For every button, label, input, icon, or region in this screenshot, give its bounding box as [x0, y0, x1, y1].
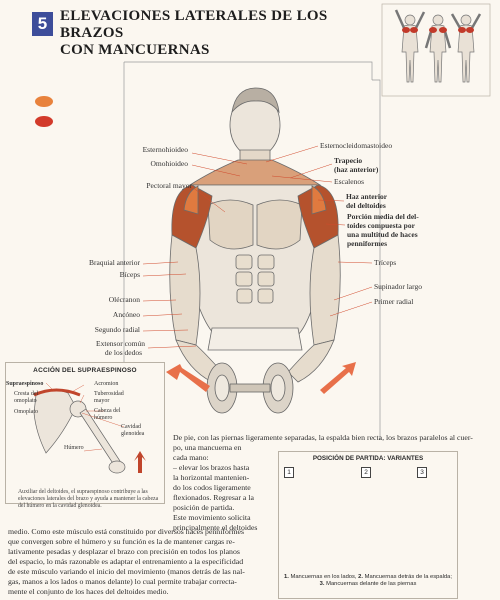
label-extensor-comun: Extensor común	[96, 339, 145, 348]
caption-text-2: Mancuernas detrás de la espalda;	[363, 574, 452, 580]
inset-label-cabeza-1: Cabeza del	[94, 408, 121, 414]
instructions-line: posición de partida.	[173, 503, 235, 512]
inset-label-acromion: Acromion	[94, 381, 119, 387]
label-olecranon: Olécranon	[108, 295, 140, 304]
inset-label-cresta-1: Cresta del	[14, 391, 39, 397]
instructions-line: la horizontal mantenien-	[173, 473, 250, 482]
right-arrow	[320, 362, 356, 394]
caption-num-3: 3.	[319, 581, 325, 587]
instructions-line: po, una mancuerna en	[173, 443, 242, 452]
instructions-line: cada mano:	[173, 453, 209, 462]
variants-title: POSICIÓN DE PARTIDA: VARIANTES	[312, 455, 424, 462]
caption-num-1: 1.	[284, 574, 289, 580]
variant-number-3: 3	[417, 467, 427, 478]
label-anconeo: Ancóneo	[112, 310, 140, 319]
muscular-figure	[169, 87, 341, 414]
intro-line: De pie, con las piernas ligeramente sepa…	[173, 433, 473, 442]
label-segundo-radial: Segundo radial	[94, 325, 140, 334]
instructions-line: principalmente el deltoides	[173, 523, 258, 532]
caption-text-1: Mancuernas en los lados,	[288, 574, 359, 580]
inset-label-cresta-2: omoplato	[14, 398, 37, 404]
instructions-line: flexionados. Regresar a la	[173, 493, 254, 502]
label-haz-anterior-1: Haz anterior	[346, 192, 388, 201]
inset-label-humero: Húmero	[64, 445, 84, 451]
shoulder-bone-diagram	[33, 382, 146, 474]
variants-box: POSICIÓN DE PARTIDA: VARIANTES 1 2 3 1. …	[278, 451, 458, 599]
instructions-line: Este movimiento solicita	[173, 513, 251, 522]
label-haz-anterior-2: del deltoides	[346, 201, 386, 210]
muscle-description: medio. Como este músculo está constituid…	[8, 527, 278, 597]
inset-label-tuberosidad-2: mayor	[94, 398, 110, 404]
label-escalenos: Escalenos	[334, 177, 364, 186]
page-title: ELEVACIONES LATERALES DE LOS BRAZOS CON …	[60, 8, 360, 59]
variant-number-2: 2	[361, 467, 371, 478]
description-line: medio. Como este músculo está constituid…	[8, 527, 245, 536]
inset-label-omoplato: Omoplato	[14, 409, 38, 415]
label-pectoral-mayor: Pectoral mayor	[146, 181, 192, 190]
title-line-2: CON MANCUERNAS	[60, 42, 210, 58]
label-porcion-media-2: toides compuesta por	[347, 221, 415, 230]
reference-figures	[381, 3, 491, 97]
instructions-line: do los codos ligeramente	[173, 483, 251, 492]
description-line: mente el conjunto de los haces del delto…	[8, 587, 169, 596]
label-supinador-largo: Supinador largo	[374, 282, 422, 291]
description-line: lativamente pesadas y desplazar el brazo…	[8, 547, 240, 556]
caption-text-3: Mancuernas delante de las piernas	[324, 581, 417, 587]
legend-red-dot	[35, 116, 53, 127]
label-porcion-media-1: Porción media del del-	[347, 212, 419, 221]
label-porcion-media-3: una multitud de haces	[347, 230, 418, 239]
supraspinatus-inset: ACCIÓN DEL SUPRAESPINOSO	[5, 362, 165, 504]
inset-label-cavidad-1: Cavidad	[121, 424, 141, 430]
label-esternohioideo: Esternohioideo	[142, 145, 188, 154]
label-de-los-dedos: de los dedos	[104, 348, 142, 357]
variant-number-1: 1	[284, 467, 294, 478]
left-arrow	[166, 364, 210, 392]
inset-title: ACCIÓN DEL SUPRAESPINOSO	[33, 367, 137, 374]
inset-label-cabeza-2: húmero	[94, 415, 113, 421]
label-omohioideo: Omohioideo	[150, 159, 189, 168]
description-line: de este músculo variando el inicio del m…	[8, 567, 245, 576]
section-number: 5	[32, 12, 53, 36]
description-line: del espacio, lo más razonable es adaptar…	[8, 557, 244, 566]
legend-orange-dot	[35, 96, 53, 107]
description-line: gas, manos a los lados o manos delante) …	[8, 577, 237, 586]
instructions-line: – elevar los brazos hasta	[173, 463, 250, 472]
label-esternocleidomastoideo: Esternocleidomastoideo	[320, 141, 393, 150]
label-trapecio: Trapecio	[334, 156, 363, 165]
description-line: que convergen sobre el húmero y su funci…	[8, 537, 235, 546]
label-biceps: Bíceps	[119, 270, 140, 279]
label-braquial-anterior: Braquial anterior	[88, 258, 140, 267]
variants-caption: 1. Mancuernas en los lados, 2. Mancuerna…	[284, 574, 452, 588]
inset-label-supraespinoso: Supraespinoso	[6, 381, 44, 387]
caption-num-2: 2.	[358, 574, 363, 580]
inset-caption: Auxiliar del deltoides, el supraespinoso…	[18, 489, 159, 509]
inset-label-cavidad-2: glenoidea	[121, 431, 145, 437]
label-trapecio-sub: (haz anterior)	[334, 165, 379, 174]
title-line-1: ELEVACIONES LATERALES DE LOS BRAZOS	[60, 8, 328, 41]
inset-label-tuberosidad-1: Tuberosidad	[94, 391, 124, 397]
label-primer-radial: Primer radial	[374, 297, 414, 306]
label-porcion-media-4: penniformes	[347, 239, 387, 248]
label-triceps: Tríceps	[374, 258, 397, 267]
